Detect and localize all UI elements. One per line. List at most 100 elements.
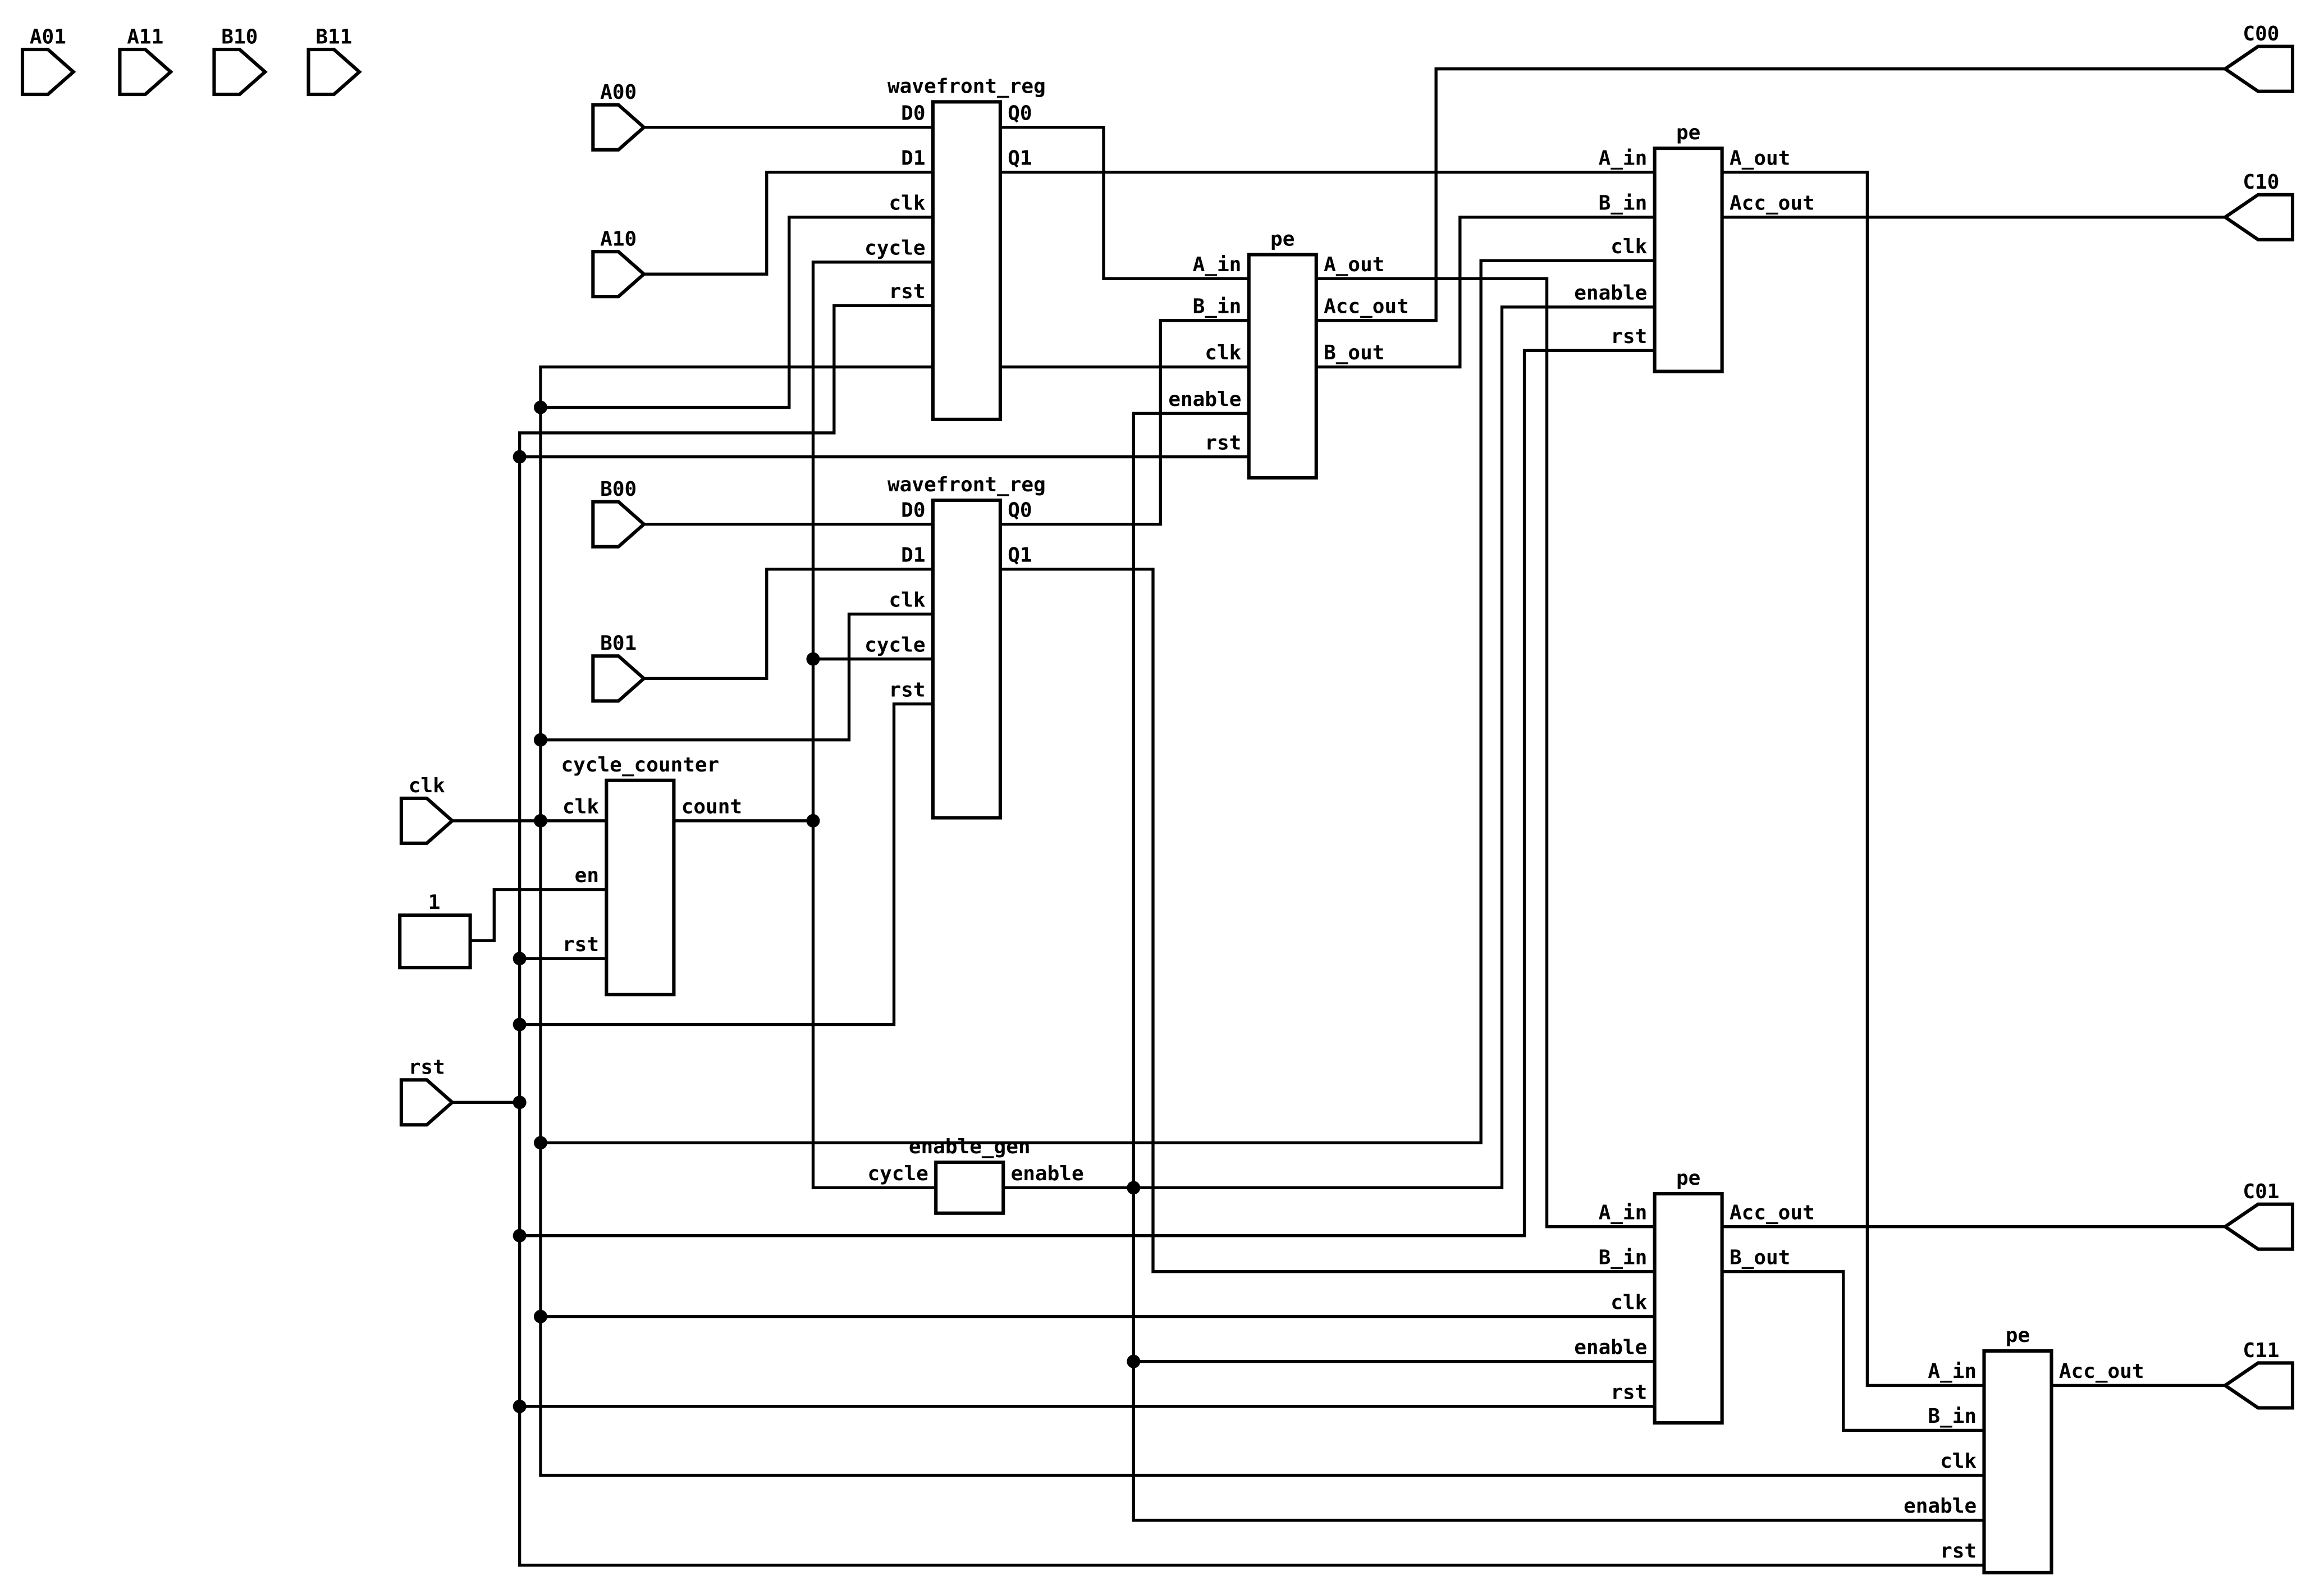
port-C11: C11 [2222,1339,2295,1410]
block-body-pe01 [1653,147,1724,373]
port-A00: A00 [591,81,647,152]
pin-label-pe00-B_in: B_in [1193,295,1242,318]
port-label-A01: A01 [30,25,66,48]
port-label-B01: B01 [600,632,637,655]
pin-label-pe01-Acc_out: Acc_out [1730,191,1815,214]
output-port-arrow-C11 [2222,1361,2295,1410]
pin-label-wavefront-reg-b-Q0: Q0 [1008,499,1032,522]
pin-label-pe01-A_in: A_in [1599,147,1648,170]
pin-label-wavefront-reg-a-D1: D1 [901,147,925,170]
wire-breg-q1-to-pe10-bin [1000,567,1655,1273]
input-port-arrow-A10 [591,250,647,299]
pin-label-pe01-B_in: B_in [1599,191,1648,214]
junction-dot [513,1017,527,1031]
wire-pe10-bout-to-pe11-bin [1722,1270,1984,1432]
wire-pe01-aout-to-pe11-ain [1722,171,1984,1387]
port-label-C01: C01 [2243,1180,2279,1203]
pin-label-pe01-enable: enable [1574,282,1647,305]
port-A10: A10 [591,227,647,299]
wire-clk-to-areg [540,216,933,409]
pin-label-enable-gen-enable: enable [1011,1162,1084,1185]
block-title-enable-gen: enable_gen [909,1135,1031,1158]
pin-label-cycle-counter-count: count [681,795,742,818]
input-port-arrow-A11 [118,47,173,97]
junction-dot [533,733,547,747]
wire-rst-to-pe01 [519,349,1655,1238]
wire-count-trunk [811,261,936,1190]
port-label-clk: clk [409,774,445,797]
port-rst: rst [399,1056,455,1127]
pin-label-wavefront-reg-b-clk: clk [889,588,926,611]
input-port-arrow-B10 [212,47,268,97]
pin-label-pe00-Acc_out: Acc_out [1324,295,1409,318]
block-title-cycle-counter: cycle_counter [561,754,719,777]
wire-pe00-aout-to-pe10-ain [1316,277,1655,1229]
pin-label-cycle-counter-clk: clk [562,795,599,818]
pin-label-pe10-B_out: B_out [1730,1246,1790,1269]
port-1: 1 [398,891,472,970]
pin-label-cycle-counter-rst: rst [562,933,599,956]
block-title-pe10: pe [1676,1167,1700,1190]
block-body-pe10 [1653,1191,1724,1425]
pin-label-pe11-enable: enable [1904,1495,1977,1518]
block-title-pe00: pe [1270,227,1294,250]
pin-label-pe00-clk: clk [1205,341,1241,364]
pin-label-pe00-rst: rst [1205,431,1241,454]
input-port-arrow-B11 [306,47,362,97]
port-C00: C00 [2222,22,2295,93]
block-title-pe11: pe [2006,1324,2030,1347]
wire-clk-to-pe01 [540,259,1655,1144]
pin-label-wavefront-reg-a-Q0: Q0 [1008,102,1032,125]
block-body-wavefront-reg-b [931,498,1002,820]
block-title-pe01: pe [1676,121,1700,144]
pin-label-pe00-A_in: A_in [1193,253,1242,276]
pin-label-pe10-Acc_out: Acc_out [1730,1201,1815,1224]
block-title-wavefront-reg-a: wavefront_reg [887,75,1046,98]
port-B10: B10 [212,25,268,97]
port-label-A00: A00 [600,81,637,104]
junction-dot [533,1136,547,1150]
block-body-enable-gen [934,1160,1005,1215]
junction-dot [513,952,527,966]
port-label-B11: B11 [315,25,352,48]
input-port-arrow-A01 [20,47,76,97]
port-C10: C10 [2222,171,2295,241]
wire-areg-q0-to-pe00-ain [1000,126,1249,280]
pin-label-pe10-enable: enable [1574,1336,1647,1359]
input-port-arrow-A00 [591,103,647,152]
pin-label-enable-gen-cycle: cycle [867,1162,928,1185]
port-label-1: 1 [428,891,441,914]
pin-label-pe00-enable: enable [1168,388,1241,411]
port-C01: C01 [2222,1180,2295,1251]
port-label-A10: A10 [600,227,637,250]
pin-label-pe11-rst: rst [1940,1540,1977,1563]
port-clk: clk [399,774,455,845]
junction-dot [533,1309,547,1323]
junction-dot [1127,1181,1141,1195]
port-label-C10: C10 [2243,171,2279,194]
pin-label-cycle-counter-en: en [575,864,599,887]
wire-clk-trunk [539,365,1984,1477]
block-body-pe11 [1982,1349,2053,1574]
wire-a10-to-areg-d1 [644,171,933,276]
junction-dot [533,814,547,828]
pin-label-pe01-rst: rst [1611,325,1647,348]
wire-breg-q0-to-pe00-bin [1000,319,1249,526]
wire-pe00-bout-to-pe01-bin [1316,216,1655,369]
block-title-wavefront-reg-b: wavefront_reg [887,473,1046,496]
junction-dot [806,652,820,666]
input-port-arrow-B00 [591,500,647,549]
input-port-arrow-clk [399,796,455,845]
pin-label-wavefront-reg-a-Q1: Q1 [1008,147,1032,170]
wire-enable-trunk [1132,412,1984,1522]
block-body-wavefront-reg-a [931,100,1002,421]
port-label-C11: C11 [2243,1339,2279,1362]
pin-label-wavefront-reg-b-cycle: cycle [864,633,925,656]
wire-pe00-accout-to-c00 [1316,67,2225,322]
